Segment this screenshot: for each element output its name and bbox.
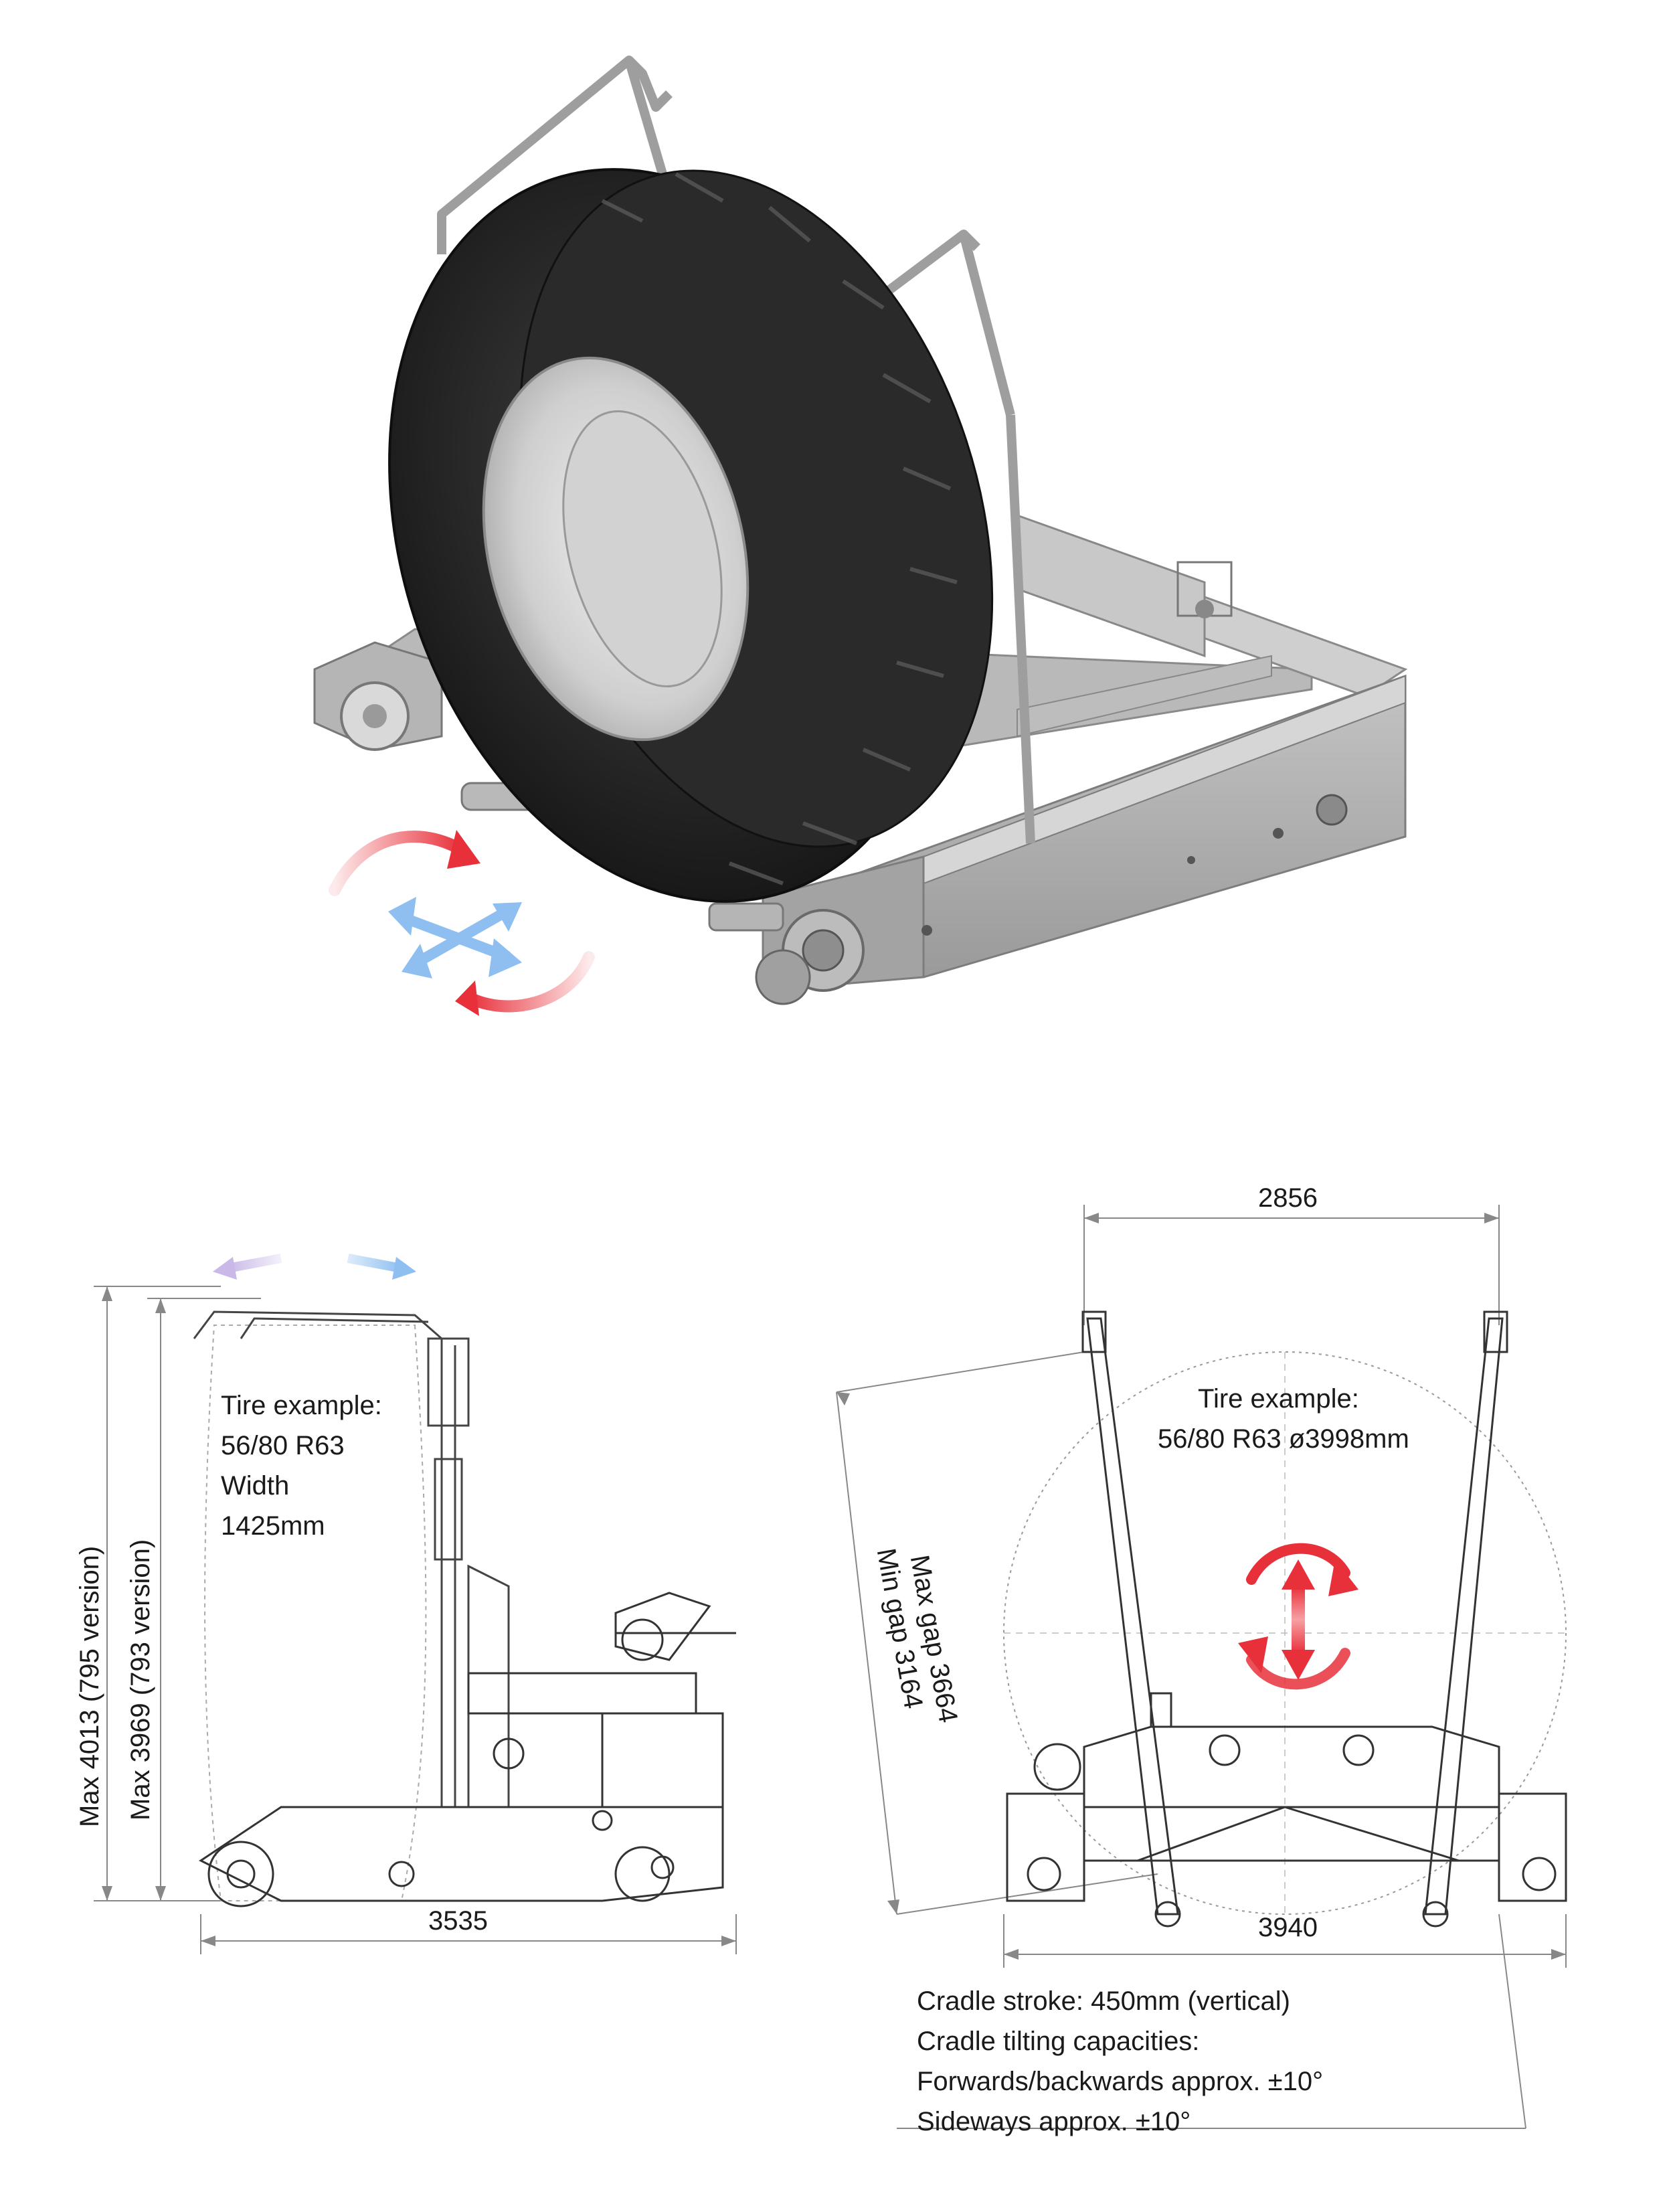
side-length-dimension: 3535 bbox=[428, 1906, 488, 1936]
front-tire-example-label: Tire example: bbox=[1198, 1384, 1359, 1414]
front-top-width-dimension: 2856 bbox=[1258, 1183, 1318, 1213]
spec-cradle-stroke: Cradle stroke: 450mm (vertical) bbox=[917, 1986, 1290, 2016]
front-view-drawing bbox=[836, 1205, 1567, 2129]
side-width-value: 1425mm bbox=[221, 1511, 325, 1541]
side-tilt-arrows bbox=[213, 1254, 416, 1280]
front-motion-indicator bbox=[1238, 1543, 1358, 1690]
front-tire-size-diameter: 56/80 R63 ø3998mm bbox=[1158, 1424, 1409, 1454]
spec-forwards-backwards: Forwards/backwards approx. ±10° bbox=[917, 2067, 1324, 2096]
specs-block: Cradle stroke: 450mm (vertical) Cradle t… bbox=[917, 1981, 1323, 2142]
spec-sideways: Sideways approx. ±10° bbox=[917, 2107, 1191, 2136]
side-tire-example-label: Tire example: bbox=[221, 1391, 382, 1420]
spec-tilting-capacities: Cradle tilting capacities: bbox=[917, 2027, 1200, 2056]
side-view-drawing bbox=[94, 1254, 737, 1954]
front-base-width-dimension: 3940 bbox=[1258, 1913, 1318, 1942]
isometric-machine-view bbox=[313, 56, 1408, 1016]
side-tire-size: 56/80 R63 bbox=[221, 1431, 345, 1460]
motion-indicator-3d bbox=[329, 830, 595, 1016]
max-height-795-dimension: Max 4013 (795 version) bbox=[75, 1545, 104, 1827]
tire-3d bbox=[388, 168, 994, 903]
side-width-label: Width bbox=[221, 1471, 290, 1501]
cradle-arms bbox=[437, 56, 1035, 844]
max-height-793-dimension: Max 3969 (793 version) bbox=[126, 1539, 155, 1820]
